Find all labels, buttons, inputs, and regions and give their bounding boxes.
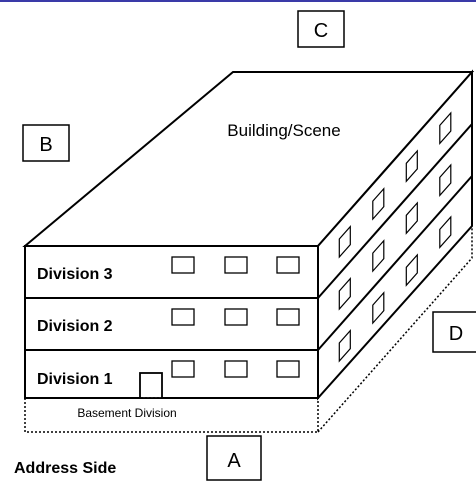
side-window bbox=[439, 215, 452, 249]
window bbox=[224, 256, 248, 274]
window bbox=[276, 256, 300, 274]
division-3-label: Division 3 bbox=[37, 266, 113, 283]
side-c-box bbox=[297, 10, 345, 48]
side-floor-line-3 bbox=[317, 123, 473, 299]
division-1-label: Division 1 bbox=[37, 371, 113, 388]
scene-label: Building/Scene bbox=[227, 121, 340, 140]
basement-side bbox=[317, 226, 473, 433]
side-d-box bbox=[432, 311, 476, 353]
side-d-label: D bbox=[449, 323, 463, 345]
side-c-label: C bbox=[314, 20, 328, 42]
division-2-label: Division 2 bbox=[37, 318, 113, 335]
side-windows bbox=[338, 111, 452, 363]
basement-front bbox=[24, 397, 319, 433]
side-window bbox=[338, 329, 351, 363]
window bbox=[276, 308, 300, 326]
side-window bbox=[372, 239, 385, 273]
window bbox=[171, 360, 195, 378]
side-window bbox=[439, 111, 452, 145]
window bbox=[171, 256, 195, 274]
basement-label: Basement Division bbox=[77, 406, 176, 420]
side-window bbox=[439, 163, 452, 197]
side-window bbox=[405, 253, 418, 287]
window bbox=[171, 308, 195, 326]
side-b-box bbox=[22, 124, 70, 162]
address-side-label: Address Side bbox=[14, 460, 116, 477]
side-b-label: B bbox=[39, 134, 52, 156]
side-window bbox=[372, 187, 385, 221]
door bbox=[139, 372, 163, 399]
side-window bbox=[372, 291, 385, 325]
side-a-label: A bbox=[227, 450, 241, 472]
window bbox=[224, 308, 248, 326]
window bbox=[224, 360, 248, 378]
side-floor-line-2 bbox=[317, 175, 473, 351]
side-window bbox=[405, 149, 418, 183]
side-a-box bbox=[206, 435, 262, 481]
window bbox=[276, 360, 300, 378]
side-window bbox=[338, 277, 351, 311]
side-window bbox=[405, 201, 418, 235]
side-window bbox=[338, 225, 351, 259]
